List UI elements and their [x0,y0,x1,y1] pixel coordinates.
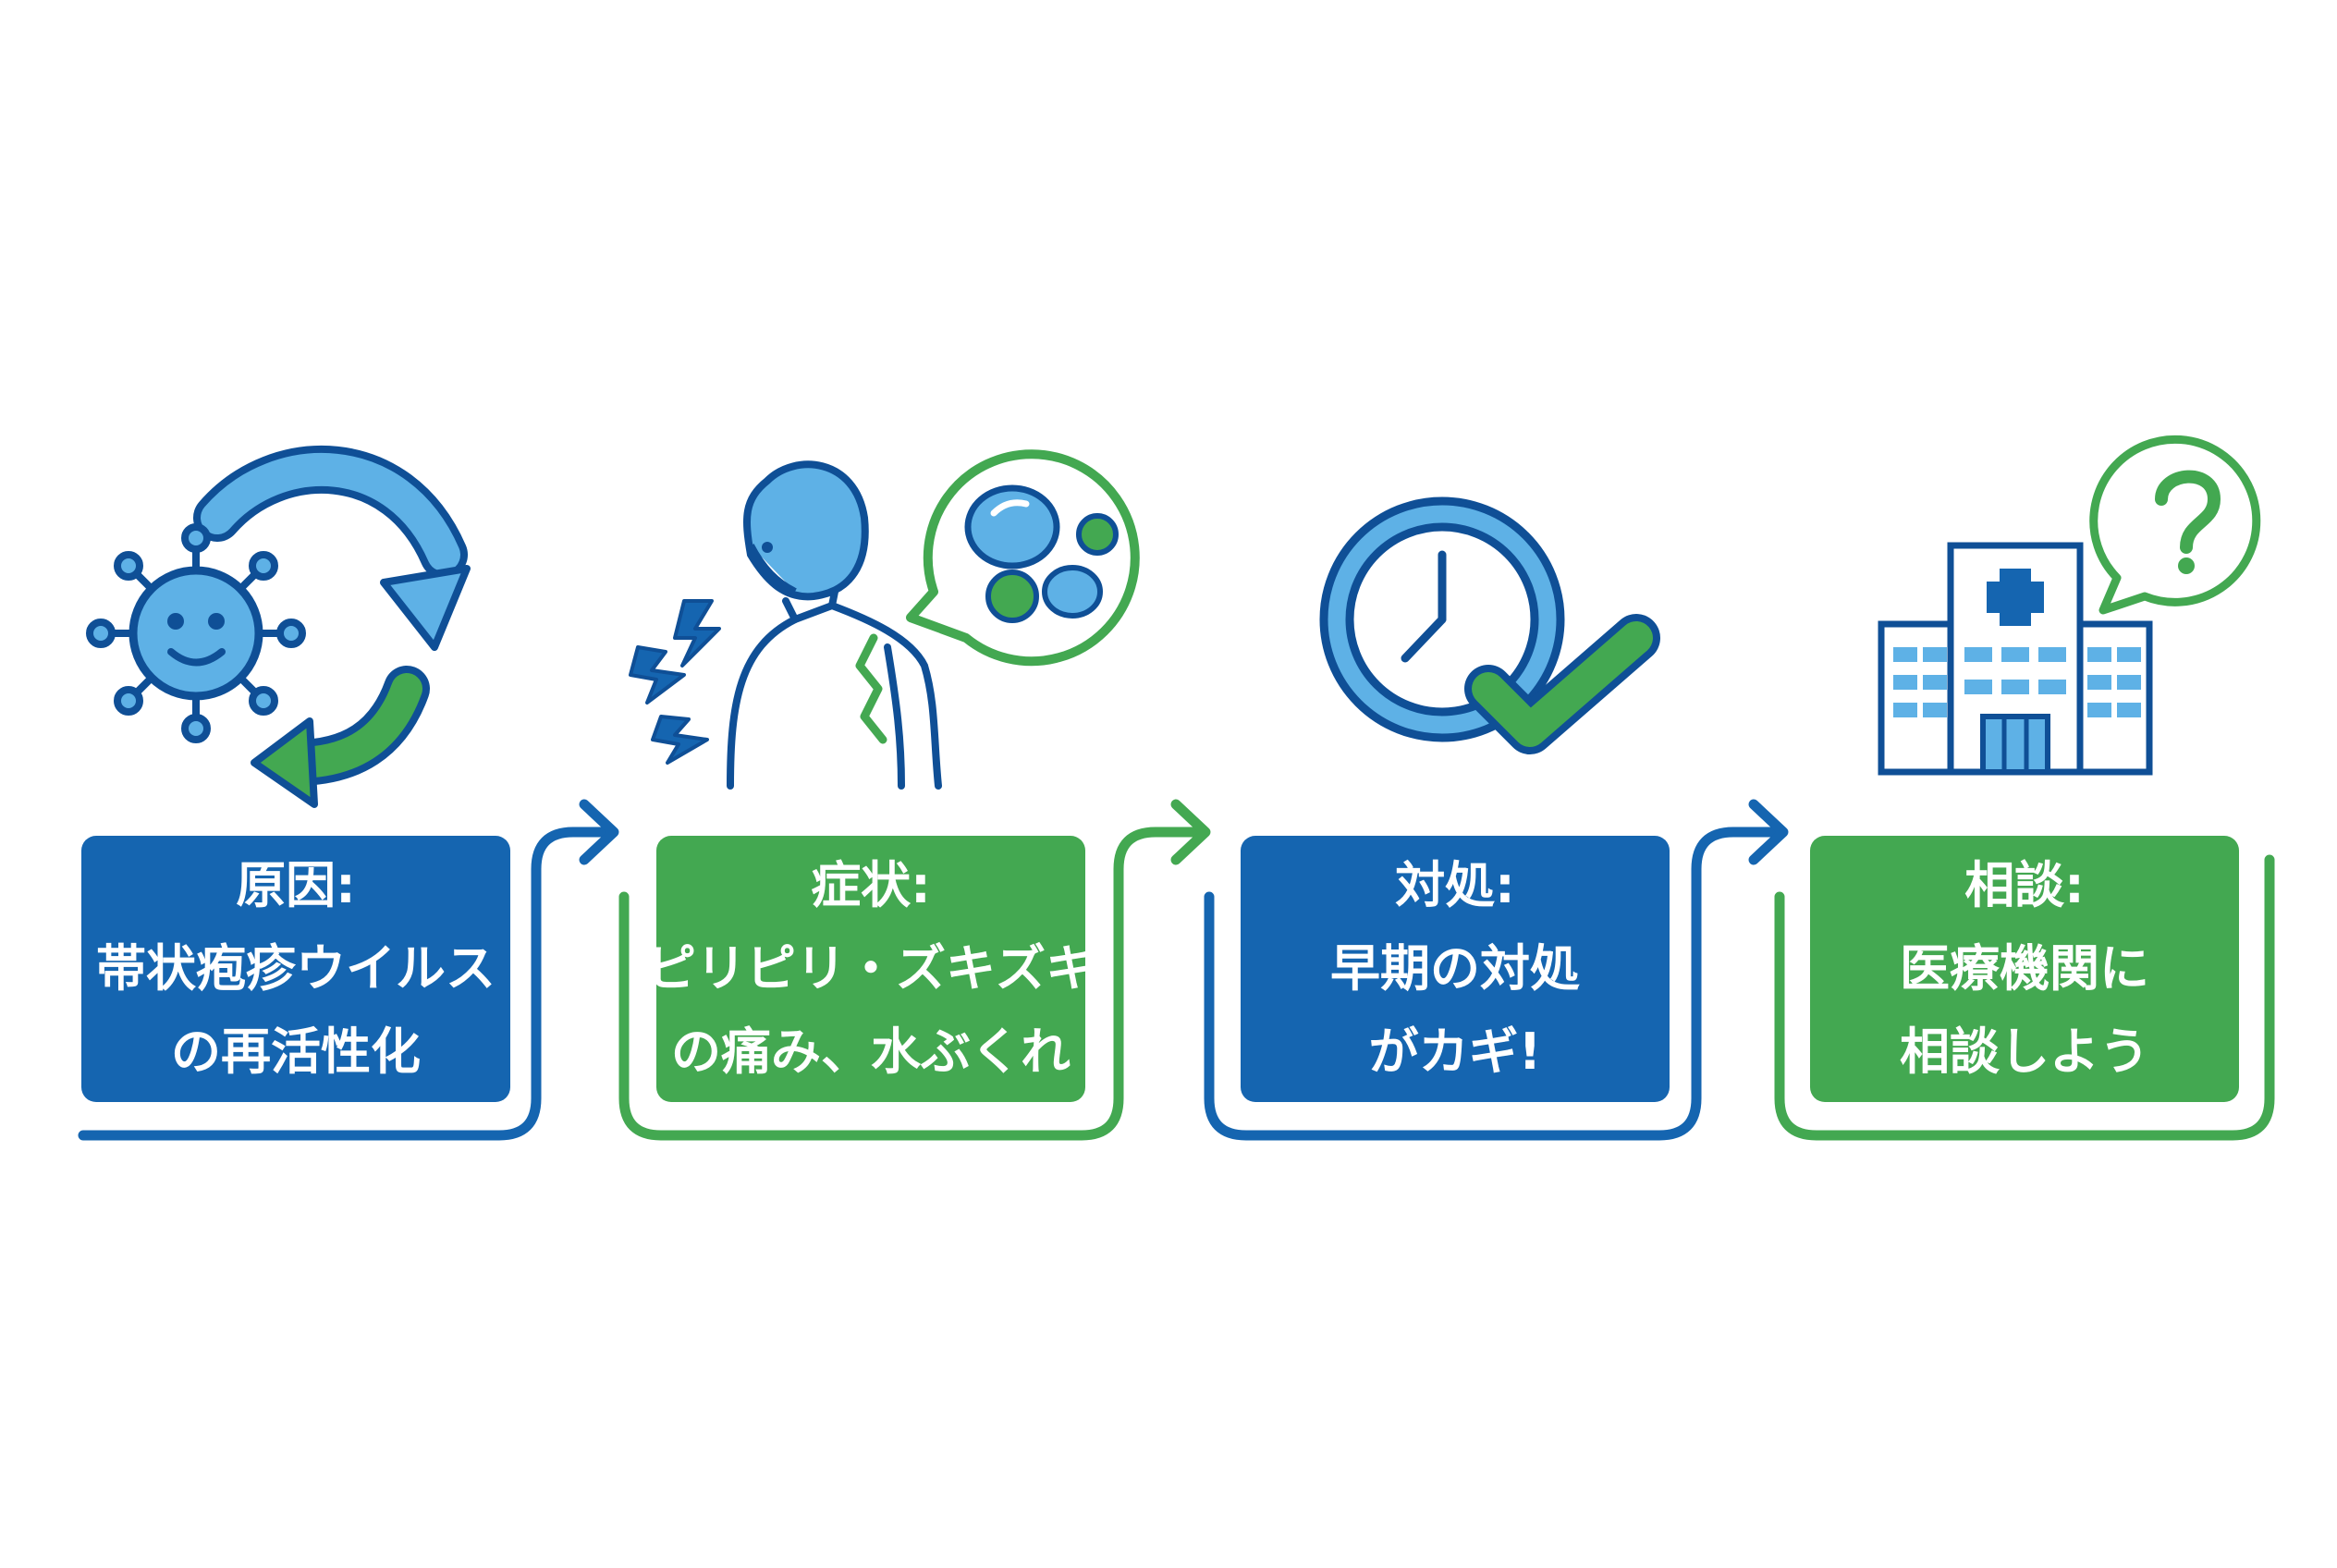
step-box-symptom: 症状: ピリピリ・ズキズキ の痛み、水ぶくれ [646,836,1095,1102]
step-cause-heading: 原因: [236,856,356,914]
step-symptom-heading: 症状: [811,856,931,914]
step-cause-line-1: 帯状疱疹ウイルス [96,939,496,998]
step-box-consult: 相談: 医療機関に 相談しよう [1810,836,2239,1102]
step-box-cause: 原因: 帯状疱疹ウイルス の再活性化 [81,836,510,1102]
step-box-response: 対処: 早期の対処 がカギ! [1241,836,1670,1102]
step-consult-heading: 相談: [1964,856,2085,914]
step-symptom-line-1: ピリピリ・ズキズキ [646,939,1095,998]
step-response-heading: 対処: [1395,856,1515,914]
connector-4 [1774,854,2275,1141]
step-response-line-1: 早期の対処 [1330,939,1580,998]
hospital-question-icon [1878,435,2261,776]
step-response-line-2: がカギ! [1368,1023,1542,1081]
connector-1 [78,799,619,1141]
person-back-pain-icon [629,449,1140,790]
connector-2 [618,799,1211,1141]
step-symptom-line-2: の痛み、水ぶくれ [671,1023,1071,1081]
step-consult-line-2: 相談しよう [1900,1023,2149,1081]
connector-3 [1204,799,1789,1141]
virus-cycle-icon [86,446,471,808]
step-consult-line-1: 医療機関に [1900,939,2149,998]
clock-check-icon [1319,496,1660,754]
step-cause-line-2: の再活性化 [171,1023,421,1081]
